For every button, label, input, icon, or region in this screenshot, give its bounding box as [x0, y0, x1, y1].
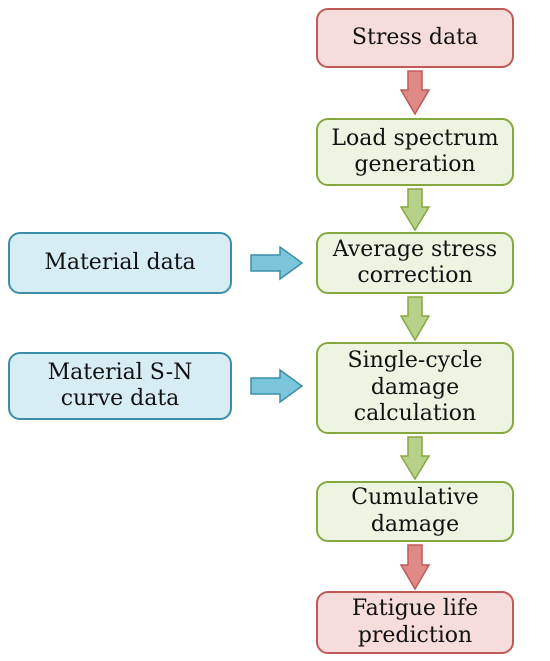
arrow-material-data-to-average-stress [250, 245, 304, 281]
arrow-single-cycle-to-cumulative [399, 436, 431, 481]
average-stress-correction-box: Average stress correction [316, 232, 514, 294]
arrow-cumulative-to-fatigue-life [399, 544, 431, 591]
material-data-box: Material data [8, 232, 232, 294]
load-spectrum-generation-box: Load spectrum generation [316, 118, 514, 186]
fatigue-life-prediction-box: Fatigue life prediction [316, 591, 514, 654]
single-cycle-damage-calculation-box: Single-cycle damage calculation [316, 342, 514, 434]
arrow-load-spectrum-to-average-stress [399, 188, 431, 232]
arrow-average-stress-to-single-cycle [399, 296, 431, 342]
material-sn-curve-data-box: Material S-N curve data [8, 352, 232, 420]
arrow-stress-to-load-spectrum [399, 70, 431, 116]
stress-data-box: Stress data [316, 8, 514, 68]
cumulative-damage-box: Cumulative damage [316, 481, 514, 542]
arrow-sn-curve-to-single-cycle [250, 368, 304, 404]
